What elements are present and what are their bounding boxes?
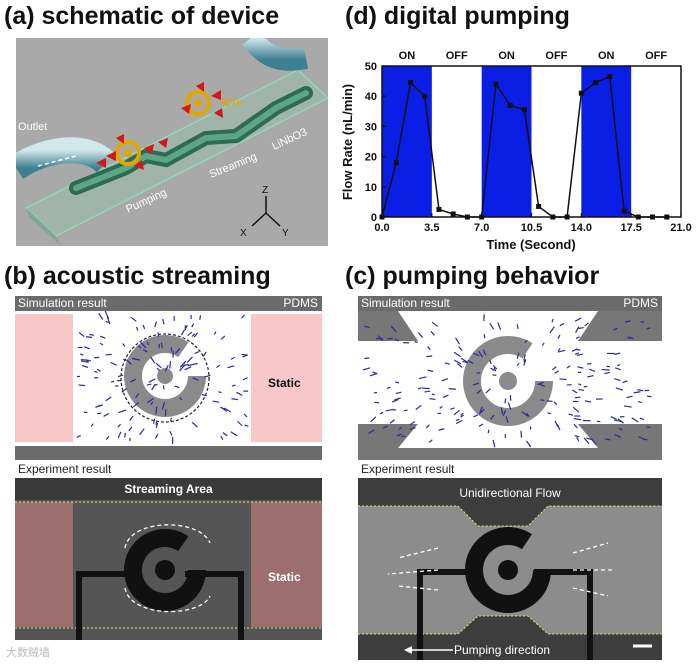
state-label-off: OFF	[545, 50, 567, 62]
data-point	[450, 211, 456, 217]
pdms-label-b: PDMS	[283, 296, 318, 310]
axis-x: X	[240, 228, 247, 239]
data-point	[479, 214, 485, 220]
data-point	[407, 80, 413, 86]
y-axis-label: Flow Rate (nL/min)	[340, 84, 355, 200]
y-tick-label: 50	[365, 61, 377, 73]
data-point	[536, 203, 542, 209]
data-point	[550, 214, 556, 220]
x-tick-label: 0.0	[374, 222, 389, 234]
panel-d-title: (d) digital pumping	[345, 2, 570, 30]
on-band-0	[382, 66, 432, 217]
state-label-on: ON	[598, 50, 615, 62]
data-point	[664, 214, 670, 220]
state-label-off: OFF	[645, 50, 667, 62]
data-point	[607, 74, 613, 80]
idts-label: IDTs	[221, 98, 242, 109]
y-tick-label: 40	[365, 91, 377, 103]
x-tick-label: 14.0	[571, 222, 592, 234]
linbo3-label: LiNbO3	[270, 126, 309, 153]
unidirectional-label: Unidirectional Flow	[459, 486, 561, 500]
panel-b-title: (b) acoustic streaming	[4, 262, 271, 290]
data-point	[521, 107, 527, 113]
state-label-on: ON	[498, 50, 515, 62]
pumping-simulation: Simulation result PDMS	[358, 296, 662, 460]
x-axis-label: Time (Second)	[486, 237, 575, 252]
state-label-off: OFF	[446, 50, 468, 62]
pdms-label-c: PDMS	[623, 296, 658, 310]
flow-rate-chart: 0 10 20 30 40 50 0.0 3.5 7.0 10.5 14.0 17.5 21.0 ON…	[340, 42, 700, 257]
x-tick-label: 21.0	[670, 222, 691, 234]
data-point	[564, 214, 570, 220]
sim-label-c: Simulation result	[361, 296, 450, 310]
data-point	[422, 93, 428, 99]
x-tick-label: 7.0	[474, 222, 489, 234]
data-point	[621, 208, 627, 214]
pumping-experiment: Unidirectional Flow Pumping direction	[358, 478, 662, 660]
data-point	[493, 81, 499, 87]
exp-label-c: Experiment result	[361, 462, 455, 476]
y-tick-label: 0	[371, 212, 377, 224]
data-point	[436, 206, 442, 212]
panel-c-title: (c) pumping behavior	[345, 262, 600, 290]
device-schematic: IDTs Outlet LiNbO3 Streaming Pumping Z X…	[16, 38, 328, 246]
pumping-direction-label: Pumping direction	[454, 643, 551, 657]
watermark: 大数贼墙	[6, 646, 50, 659]
sim-label-b: Simulation result	[18, 296, 107, 310]
x-tick-label: 10.5	[521, 222, 542, 234]
data-point	[650, 214, 656, 220]
data-point	[464, 214, 470, 220]
y-tick-label: 10	[365, 182, 377, 194]
state-label-on: ON	[399, 50, 416, 62]
outlet-label: Outlet	[18, 121, 47, 133]
x-tick-label: 17.5	[620, 222, 641, 234]
data-point	[593, 80, 599, 86]
y-tick-label: 30	[365, 121, 377, 133]
data-point	[578, 90, 584, 96]
data-point	[507, 102, 513, 108]
exp-label-b: Experiment result	[18, 462, 112, 476]
streaming-area-label: Streaming Area	[124, 482, 213, 496]
y-tick-label: 20	[365, 152, 377, 164]
data-point	[393, 160, 399, 166]
axis-y: Y	[282, 228, 289, 239]
streaming-experiment: Streaming Area Static	[15, 478, 322, 640]
panel-a-title: (a) schematic of device	[4, 2, 280, 30]
static-label-b2: Static	[268, 570, 301, 584]
data-point	[379, 214, 385, 220]
on-band-2	[581, 66, 632, 217]
static-label-b: Static	[268, 376, 301, 390]
x-tick-label: 3.5	[424, 222, 439, 234]
axis-z: Z	[262, 185, 268, 196]
data-point	[635, 214, 641, 220]
streaming-simulation: Simulation result PDMS Static	[15, 296, 322, 460]
